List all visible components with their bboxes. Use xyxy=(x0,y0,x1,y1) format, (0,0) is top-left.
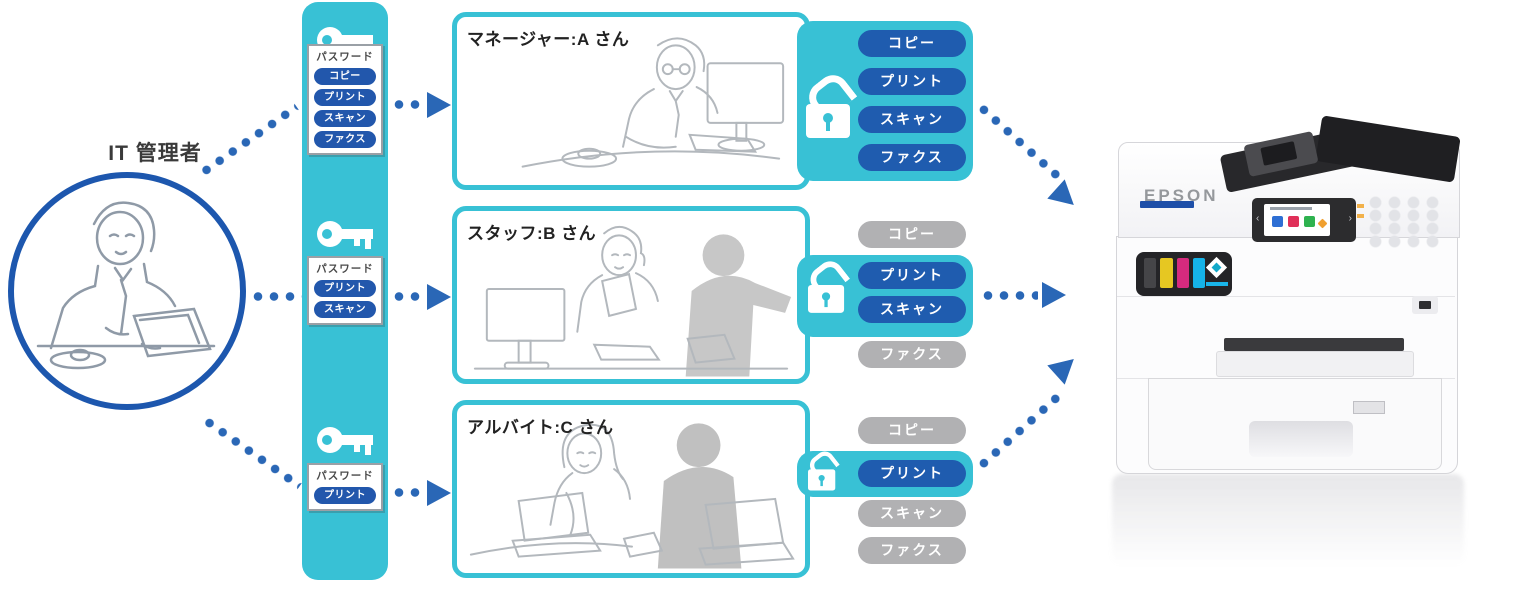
staff-illustration xyxy=(473,225,792,377)
permission-pill: スキャン xyxy=(314,301,376,318)
open-lock-icon xyxy=(805,256,851,314)
permission-pill: ファクス xyxy=(314,131,376,148)
printer-output-tray xyxy=(1216,351,1414,377)
parttimer-illustration xyxy=(469,423,795,569)
function-pill-print: プリント xyxy=(858,68,966,95)
dotted-connector xyxy=(391,488,425,497)
ink-tank-magenta xyxy=(1177,258,1189,288)
arrowhead-icon xyxy=(1042,282,1066,308)
ink-cyan-bar xyxy=(1206,282,1228,286)
panel-left-chevron: ‹ xyxy=(1256,213,1260,224)
keypad-indicator xyxy=(1357,204,1364,208)
dotted-connector xyxy=(250,292,302,301)
printer-paper-cassette xyxy=(1148,378,1442,470)
dotted-connector xyxy=(391,292,425,301)
dotted-connector xyxy=(974,101,1065,183)
function-pill-scan: スキャン xyxy=(858,106,966,133)
ink-tank-yellow xyxy=(1160,258,1173,288)
password-label: パスワード xyxy=(316,263,374,275)
permission-pill: コピー xyxy=(314,68,376,85)
printer-badge xyxy=(1353,401,1385,414)
ink-diamond-logo xyxy=(1205,256,1228,279)
user-box-parttimer-c: アルバイト:C さん xyxy=(452,400,810,578)
printer-output-slot xyxy=(1224,338,1404,351)
permission-pill: プリント xyxy=(314,89,376,106)
function-pill-fax: ファクス xyxy=(858,537,966,564)
printer-reflection xyxy=(1112,474,1464,566)
password-label: パスワード xyxy=(316,51,374,63)
manager-illustration xyxy=(521,37,785,168)
arrowhead-icon xyxy=(1047,349,1083,385)
user-box-manager-a: マネージャー:A さん xyxy=(452,12,810,190)
password-set-2: パスワード プリント スキャン xyxy=(307,256,383,325)
arrowhead-icon xyxy=(427,284,451,310)
it-admin-illustration xyxy=(8,172,246,410)
function-pill-copy: コピー xyxy=(858,221,966,248)
permission-pill: プリント xyxy=(314,487,376,504)
function-pill-copy: コピー xyxy=(858,30,966,57)
person-at-computer-icon xyxy=(36,201,216,370)
key-icon xyxy=(317,221,373,249)
password-set-3: パスワード プリント xyxy=(307,463,383,511)
screen-scan-icon xyxy=(1304,216,1315,227)
permission-pill: プリント xyxy=(314,280,376,297)
printer-seam xyxy=(1117,296,1455,297)
dotted-connector xyxy=(200,414,303,490)
function-pill-fax: ファクス xyxy=(858,341,966,368)
printer-control-panel: ‹ › xyxy=(1252,198,1356,242)
dotted-connector xyxy=(980,291,1038,300)
printer-card-slot xyxy=(1412,296,1438,314)
arrowhead-icon xyxy=(1047,179,1083,215)
ink-tank-cyan xyxy=(1193,258,1205,288)
user-name-label: マネージャー:A さん xyxy=(467,30,630,49)
open-lock-icon xyxy=(805,447,840,492)
permission-pill: スキャン xyxy=(314,110,376,127)
screen-arrow-icon xyxy=(1317,218,1328,229)
screen-copy-icon xyxy=(1272,216,1283,227)
function-pill-fax: ファクス xyxy=(858,144,966,171)
dotted-connector xyxy=(974,390,1065,472)
keypad-indicator xyxy=(1357,214,1364,218)
function-pill-scan: スキャン xyxy=(858,296,966,323)
user-name-label: スタッフ:B さん xyxy=(467,224,597,243)
password-label: パスワード xyxy=(316,470,374,482)
function-pill-print: プリント xyxy=(858,460,966,487)
printer-touchscreen xyxy=(1264,204,1330,236)
screen-print-icon xyxy=(1288,216,1299,227)
key-icon xyxy=(317,427,373,455)
arrowhead-icon xyxy=(427,92,451,118)
function-pill-print: プリント xyxy=(858,262,966,289)
printer-brand-logo: EPSON xyxy=(1144,186,1219,205)
panel-right-chevron: › xyxy=(1348,213,1352,224)
cassette-handle xyxy=(1249,421,1353,457)
printer-keypad xyxy=(1366,196,1444,248)
open-lock-icon xyxy=(802,68,858,140)
ink-tank-black xyxy=(1144,258,1156,288)
function-pill-copy: コピー xyxy=(858,417,966,444)
it-admin-label: IT 管理者 xyxy=(108,142,202,165)
printer-ink-window xyxy=(1136,252,1232,296)
user-name-label: アルバイト:C さん xyxy=(467,418,614,437)
arrowhead-icon xyxy=(427,480,451,506)
dotted-connector xyxy=(391,100,425,109)
printer-model-stripe xyxy=(1140,201,1194,208)
password-set-1: パスワード コピー プリント スキャン ファクス xyxy=(307,44,383,155)
function-pill-scan: スキャン xyxy=(858,500,966,527)
user-box-staff-b: スタッフ:B さん xyxy=(452,206,810,384)
